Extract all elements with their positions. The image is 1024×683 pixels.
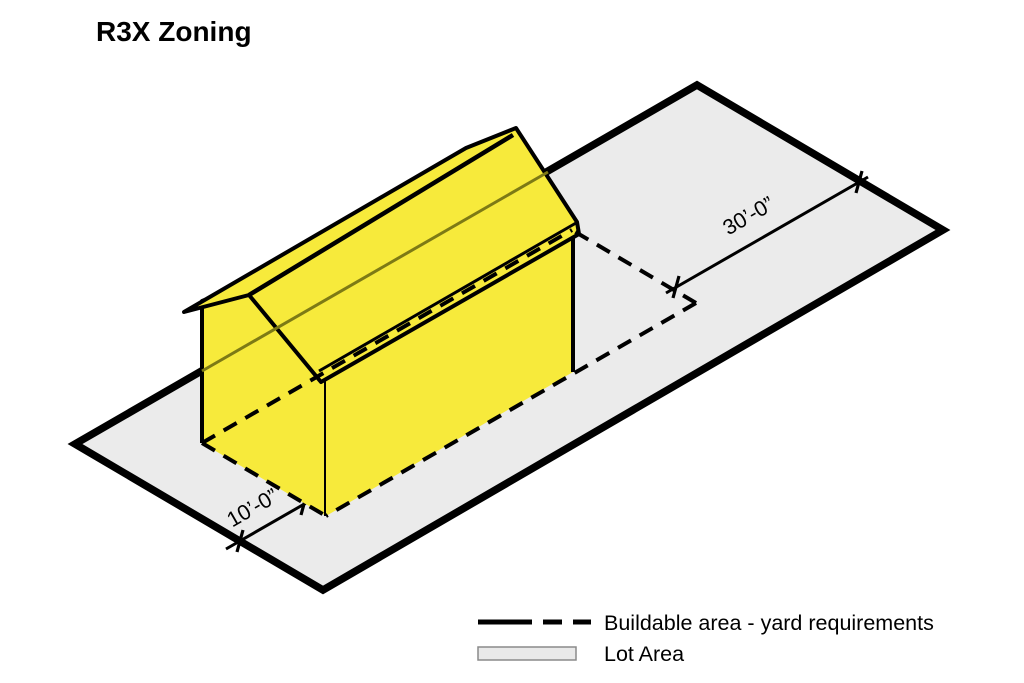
rear-yard-dimension-line bbox=[665, 175, 869, 295]
rear-yard-dimension-tick-far bbox=[854, 170, 864, 194]
legend-lot-area-label: Lot Area bbox=[604, 642, 684, 666]
front-yard-dimension-tick-near bbox=[235, 529, 245, 553]
legend: Buildable area - yard requirements Lot A… bbox=[477, 611, 934, 666]
rear-yard-dimension-tick-near bbox=[671, 275, 681, 299]
roof-fascia-top-line bbox=[318, 221, 577, 373]
legend-lot-area-swatch bbox=[477, 646, 577, 661]
roof-ridge-line bbox=[247, 133, 515, 297]
legend-buildable-area-label: Buildable area - yard requirements bbox=[604, 611, 934, 635]
house-right-wall bbox=[326, 230, 573, 516]
house-roof bbox=[182, 126, 581, 384]
buildable-area-outline bbox=[200, 228, 698, 518]
hidden-lot-edge-line bbox=[201, 170, 549, 373]
buildable-area-edge-right bbox=[325, 301, 697, 518]
house bbox=[182, 126, 581, 516]
page-title: R3X Zoning bbox=[96, 16, 252, 47]
buildable-area-edge-left bbox=[201, 228, 573, 445]
